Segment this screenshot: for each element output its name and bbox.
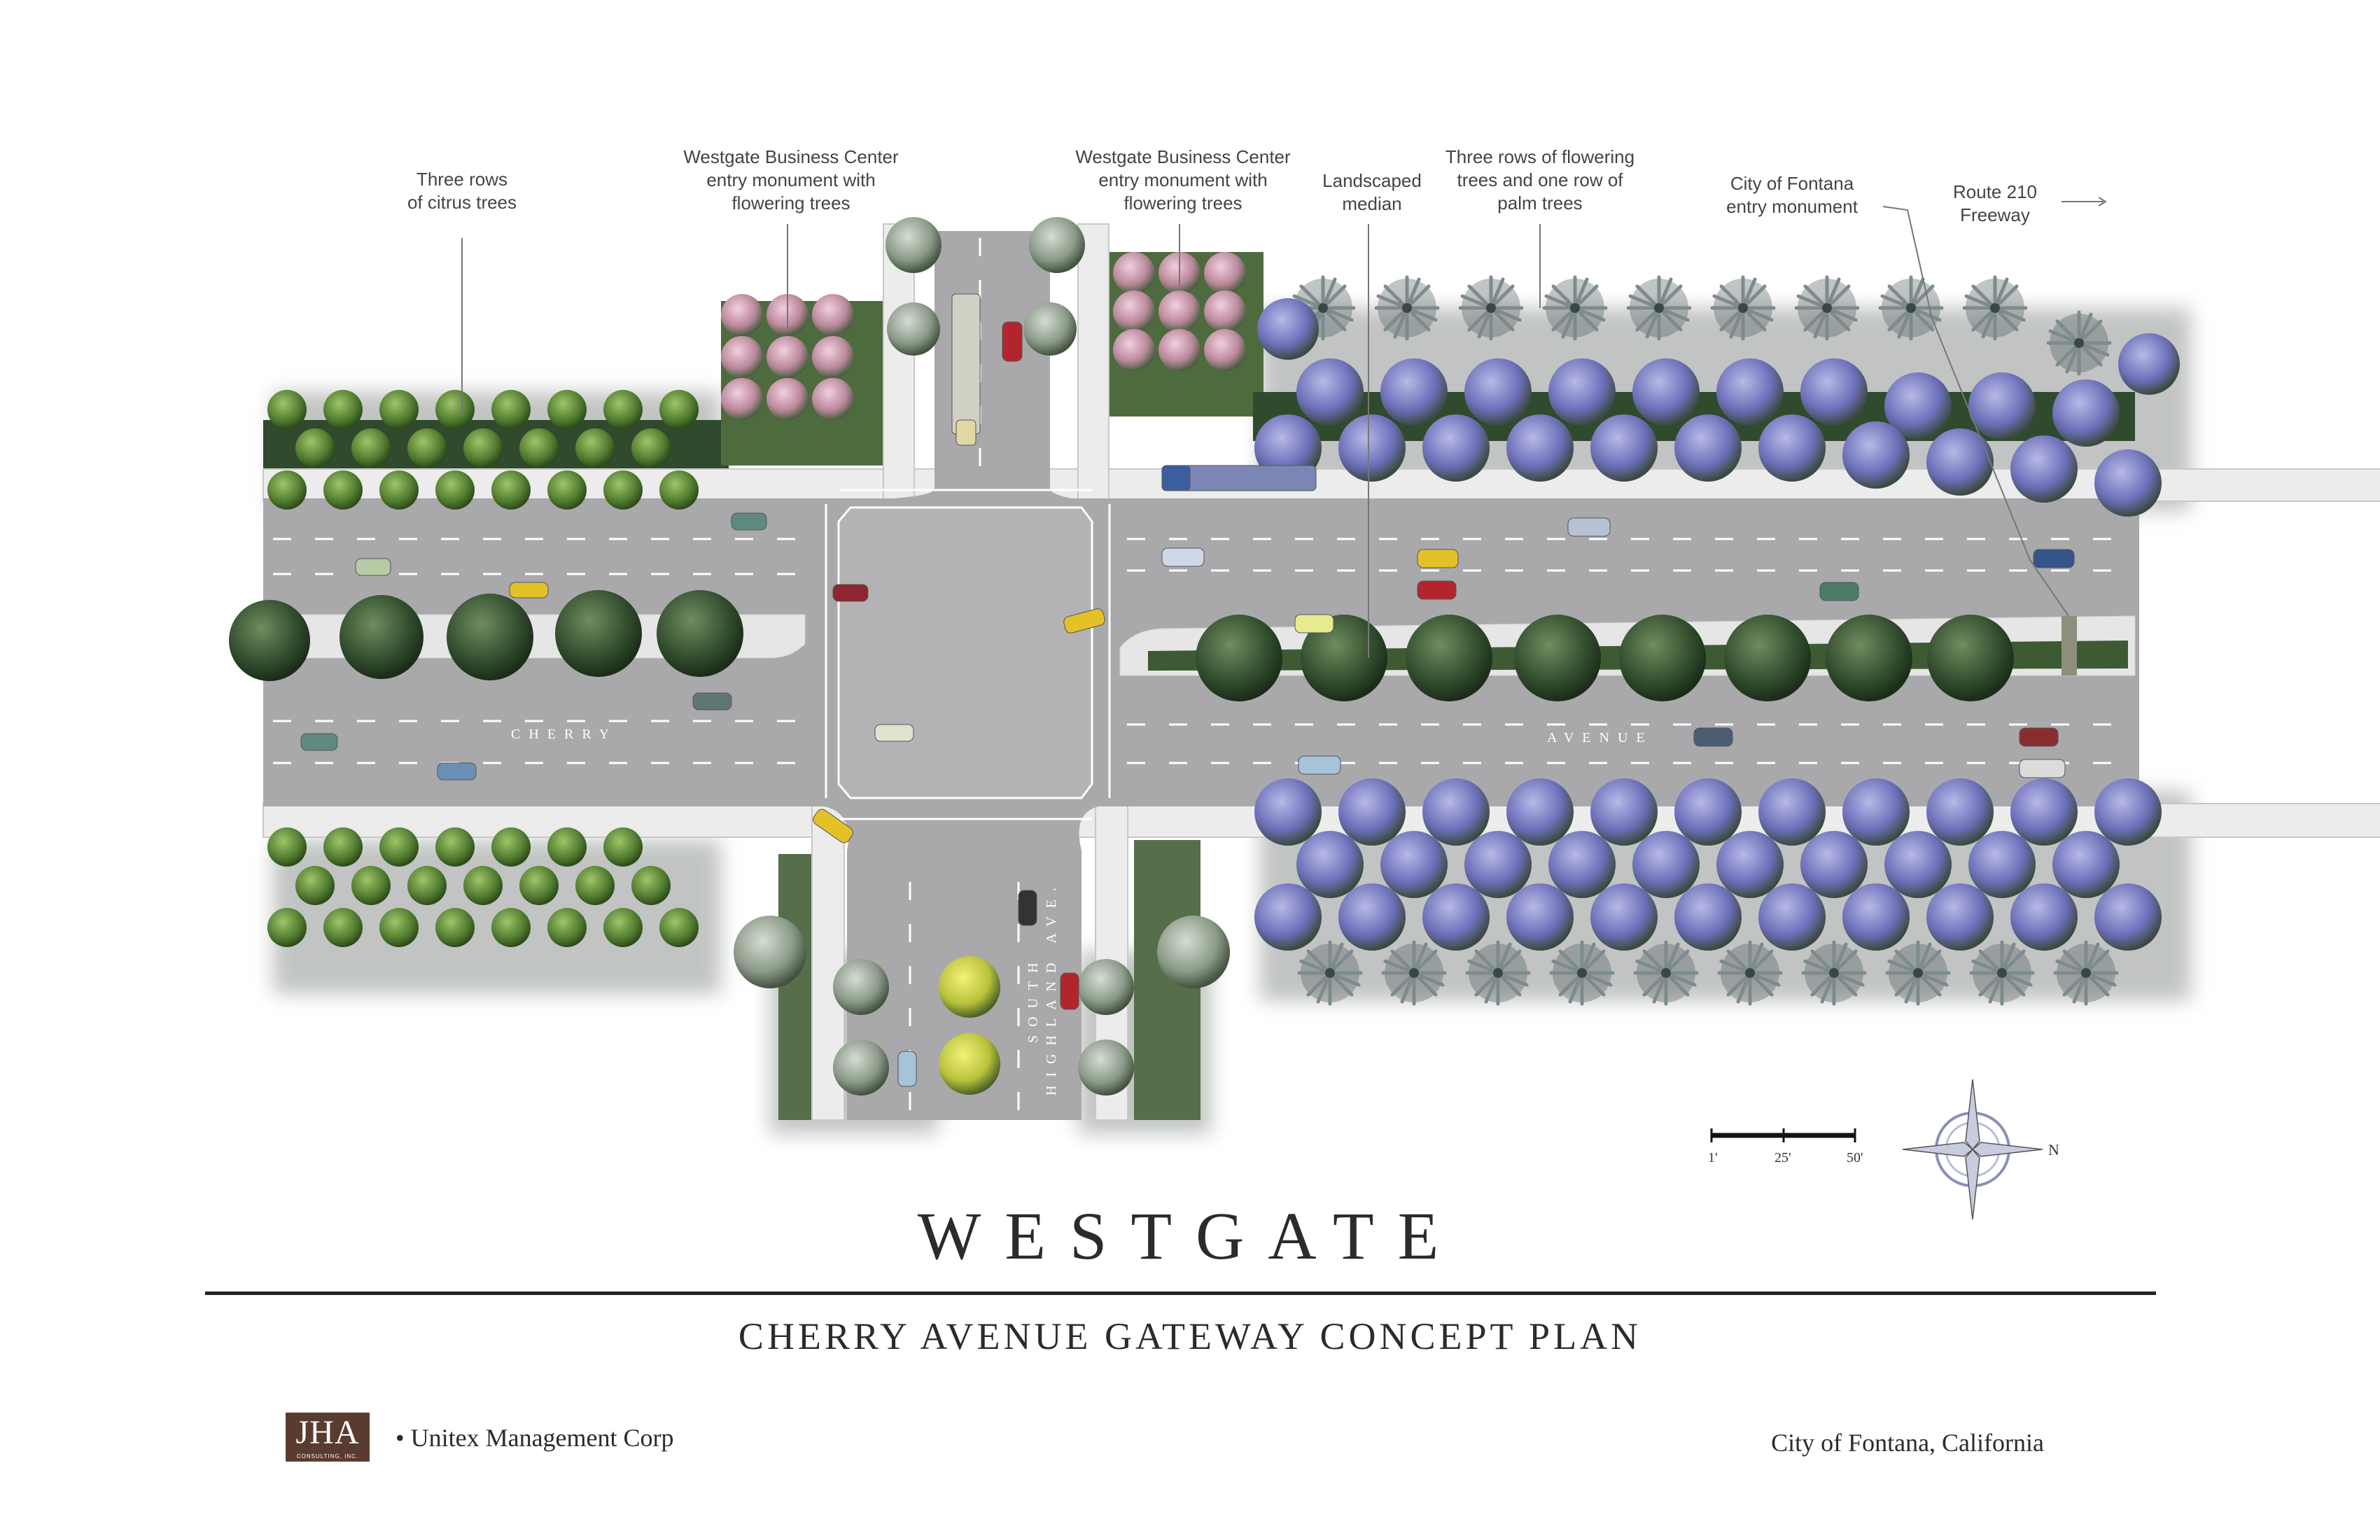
median-trees-east	[1196, 615, 2014, 701]
north-arrow-icon: N	[1902, 1079, 2059, 1220]
scale-label-25: 25'	[1774, 1150, 1791, 1166]
vehicles	[300, 293, 2075, 1087]
jha-logo: JHA CONSULTING, INC.	[286, 1413, 370, 1462]
monument-trees-west	[721, 294, 854, 420]
highland-street-trees	[734, 217, 1230, 1096]
flowering-trees-northeast	[1254, 298, 2180, 517]
logo-subtext: CONSULTING, INC.	[296, 1453, 359, 1460]
scale-label-1: 1'	[1708, 1150, 1718, 1166]
crosswalks	[825, 489, 1111, 820]
callout-monument-east: Westgate Business Center entry monument …	[1075, 146, 1291, 214]
citrus-trees-southwest	[267, 827, 699, 947]
client-name: • Unitex Management Corp	[396, 1424, 674, 1452]
scale-bar: 1' 25' 50'	[1708, 1128, 1863, 1166]
monument-trees-east	[1113, 252, 1246, 371]
logo-text: JHA	[295, 1414, 360, 1451]
title-divider	[205, 1292, 2156, 1295]
street-label-cherry: CHERRY	[511, 727, 617, 742]
callout-monument-west: Westgate Business Center entry monument …	[683, 146, 899, 214]
street-label-south: SOUTH	[1026, 954, 1041, 1043]
fontana-monument	[2062, 616, 2077, 676]
callout-citrus-trees: Three rows of citrus trees	[407, 169, 517, 213]
flowering-trees-southeast	[1254, 778, 2162, 951]
citrus-trees-northwest	[267, 390, 699, 510]
scale-label-50: 50'	[1847, 1150, 1863, 1166]
callout-fontana-monument: City of Fontana entry monument	[1726, 173, 1858, 217]
callout-leaders	[461, 197, 2107, 658]
street-label-highland-ave: HIGHLAND AVE.	[1044, 879, 1059, 1096]
callout-route-210: Route 210 Freeway	[1953, 181, 2037, 225]
street-label-avenue: AVENUE	[1547, 730, 1653, 746]
plan-title: WESTGATE	[917, 1198, 1463, 1273]
plan-subtitle: CHERRY AVENUE GATEWAY CONCEPT PLAN	[738, 1315, 1642, 1357]
callout-landscaped-median: Landscaped median	[1322, 170, 1422, 214]
project-location: City of Fontana, California	[1771, 1429, 2044, 1457]
median-trees-west	[229, 590, 743, 681]
callout-flowering-palm: Three rows of flowering trees and one ro…	[1445, 146, 1635, 214]
north-label: N	[2048, 1141, 2059, 1158]
intersection	[837, 506, 1093, 799]
